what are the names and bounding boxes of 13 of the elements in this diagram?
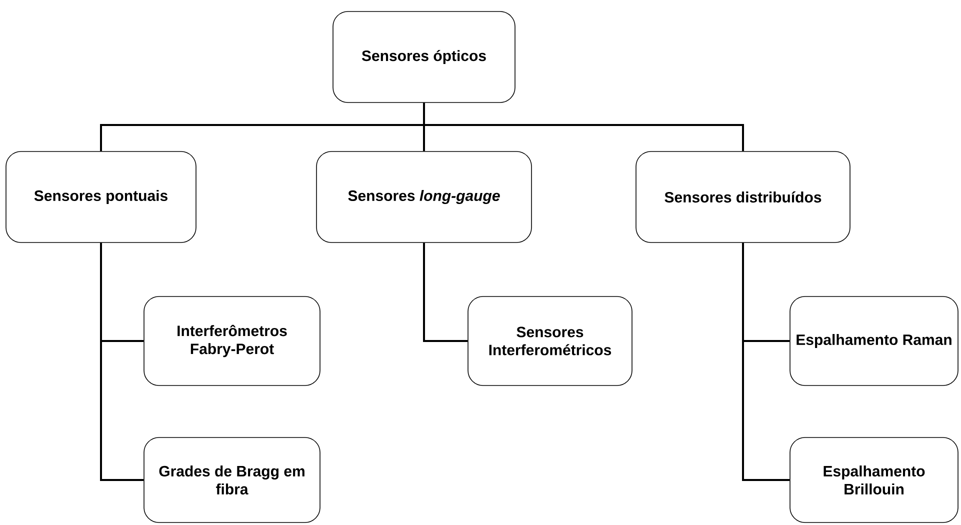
category-box: Sensores long-gauge xyxy=(316,151,532,243)
connector-line xyxy=(423,102,744,152)
category-box: Sensores Interferométricos xyxy=(468,296,632,386)
category-box: Sensores distribuídos xyxy=(636,151,850,243)
category-box: Sensores ópticos xyxy=(332,11,516,103)
connector-line xyxy=(100,242,144,481)
category-box: Espalhamento Raman xyxy=(790,296,958,386)
category-box: Sensores pontuais xyxy=(6,151,196,243)
category-box: Interferômetros Fabry-Perot xyxy=(144,296,320,386)
category-box: Grades de Bragg em fibra xyxy=(144,437,320,523)
connector-line xyxy=(423,242,468,342)
connector-line xyxy=(742,242,790,481)
category-box: Espalhamento Brillouin xyxy=(790,437,958,523)
